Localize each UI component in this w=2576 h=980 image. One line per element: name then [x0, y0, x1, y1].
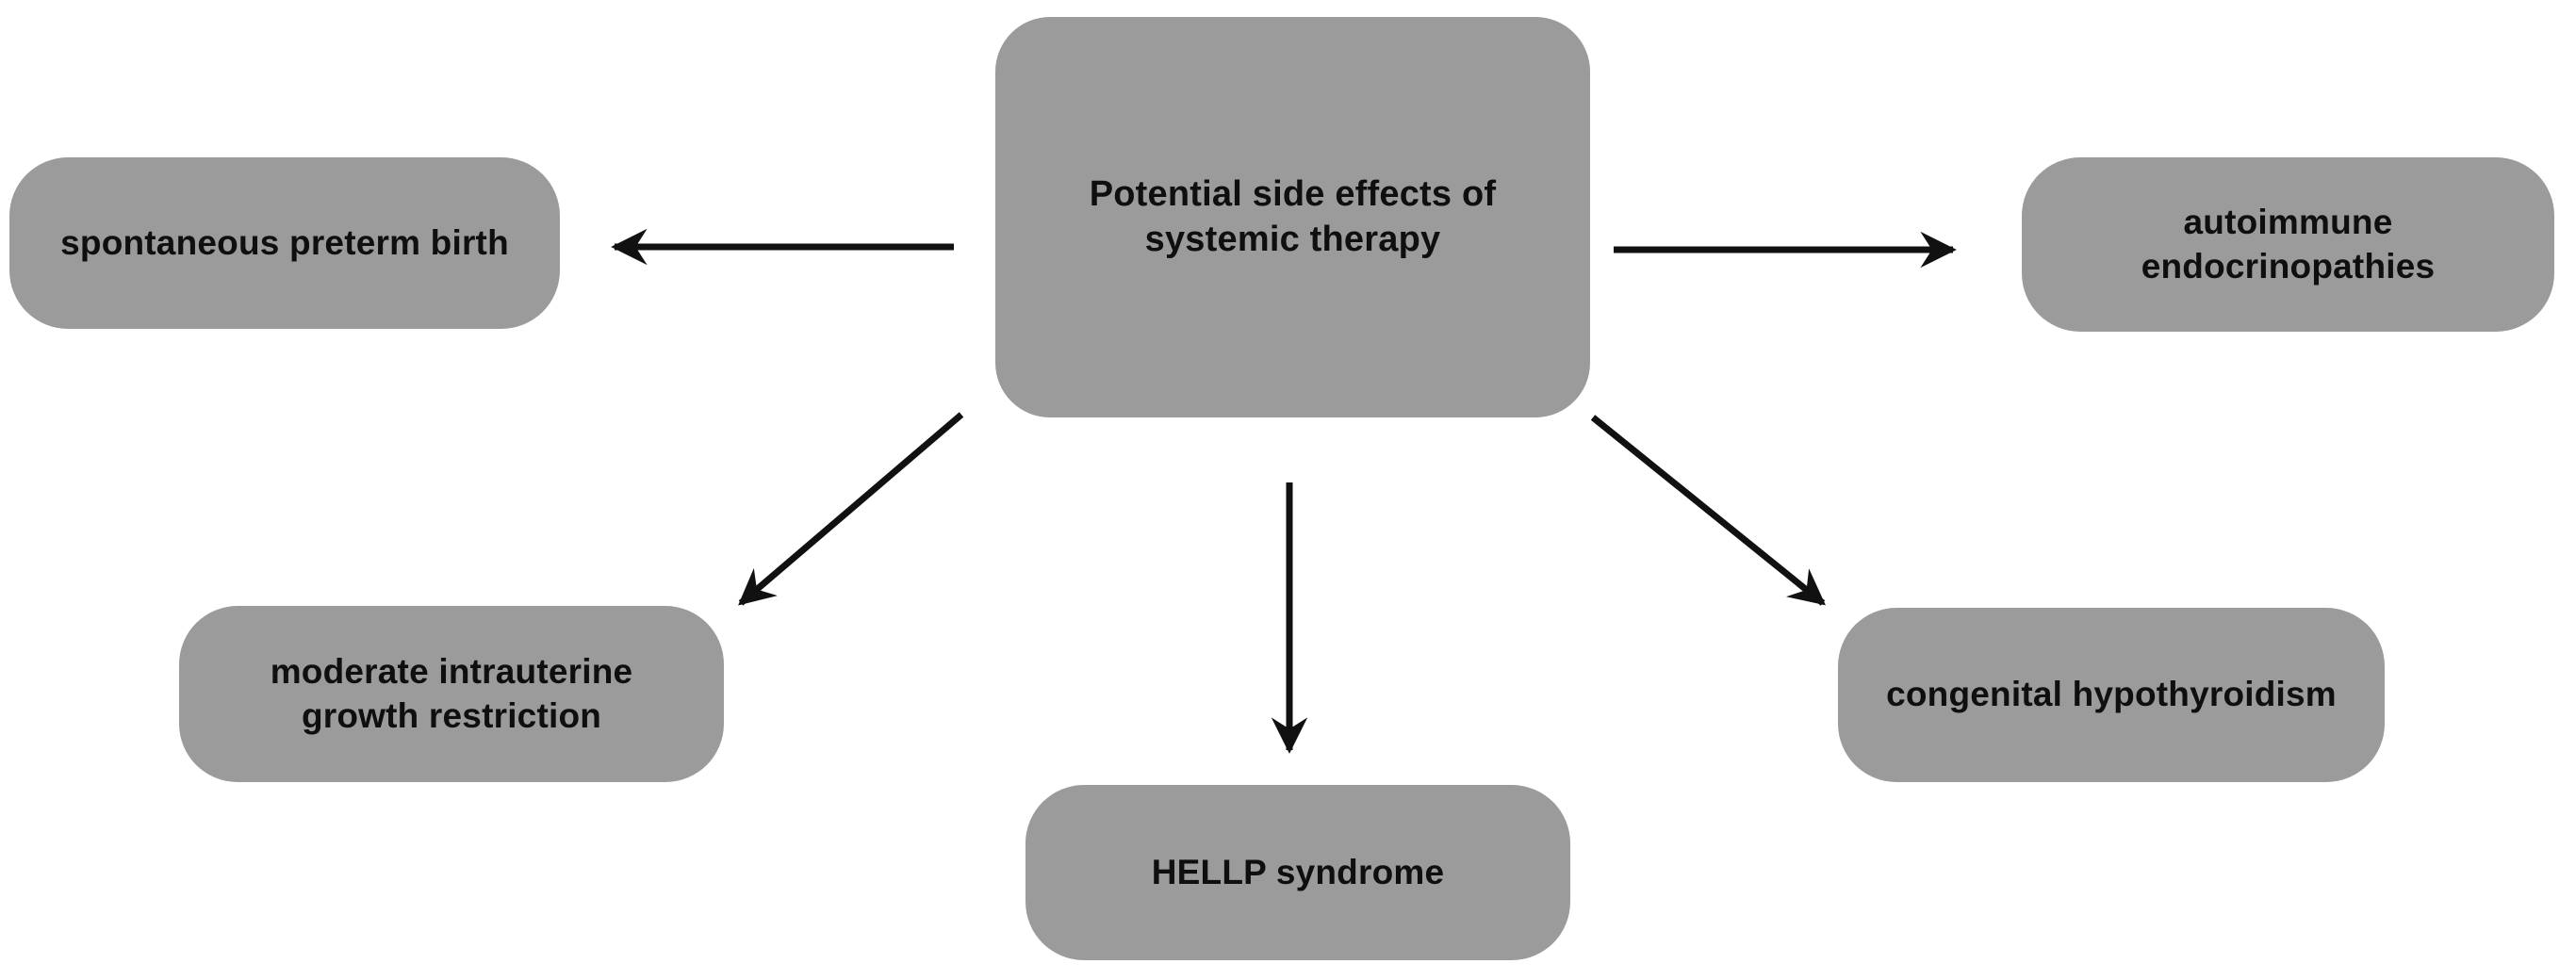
node-center: Potential side effects of systemic thera…	[995, 17, 1590, 417]
arrow-center-to-congenital-hypothyroidism	[1590, 415, 1826, 606]
node-center-label: Potential side effects of systemic thera…	[1089, 173, 1497, 259]
node-moderate-intrauterine-growth-restriction: moderate intrauterine growth restriction	[179, 606, 724, 782]
node-hellp-syndrome: HELLP syndrome	[1025, 785, 1570, 960]
node-spontaneous-preterm-birth: spontaneous preterm birth	[9, 157, 560, 329]
arrow-center-to-moderate-intrauterine-growth-restriction	[738, 412, 964, 606]
node-spontaneous-preterm-birth-label: spontaneous preterm birth	[60, 222, 509, 262]
node-congenital-hypothyroidism: congenital hypothyroidism	[1838, 608, 2385, 782]
node-hellp-syndrome-label: HELLP syndrome	[1151, 852, 1445, 891]
node-autoimmune-endocrinopathies: autoimmune endocrinopathies	[2022, 157, 2554, 332]
node-moderate-intrauterine-growth-restriction-label: moderate intrauterine growth restriction	[270, 651, 633, 735]
node-autoimmune-endocrinopathies-label: autoimmune endocrinopathies	[2141, 202, 2436, 286]
node-congenital-hypothyroidism-label: congenital hypothyroidism	[1886, 675, 2337, 714]
